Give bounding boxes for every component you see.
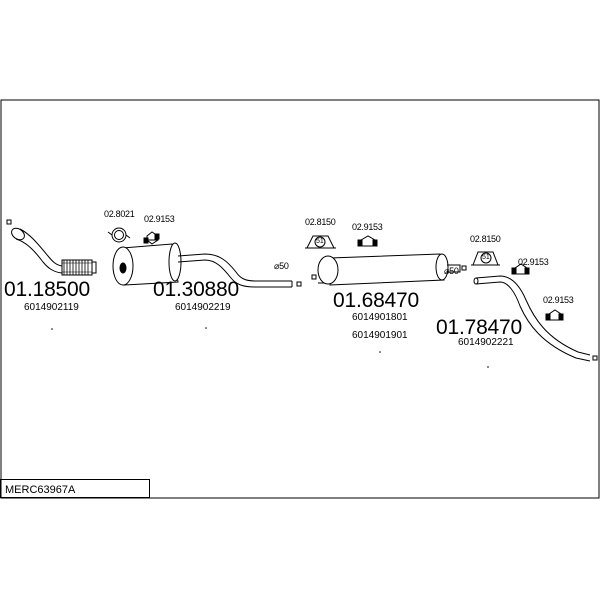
front-silencer-drawing xyxy=(112,242,302,288)
part-code-front-pipe: 01.18500 xyxy=(4,278,90,301)
oe-number-front-silencer: 6014902219 xyxy=(175,302,231,313)
accessory-code-hanger-3: 02.9153 xyxy=(518,257,549,267)
diameter-label-1: ⌀50 xyxy=(274,261,289,271)
front-pipe-drawing xyxy=(6,219,97,276)
part-code-center-silencer: 01.68470 xyxy=(333,289,419,312)
rubber-hanger-icon xyxy=(357,235,378,247)
tail-pipe-drawing xyxy=(473,275,598,362)
accessory-code-mount-2: 02.8150 xyxy=(470,234,501,244)
oe-number-center-silencer-2: 6014901901 xyxy=(352,330,408,341)
oe-number-tail-pipe: 6014902221 xyxy=(458,337,514,348)
exhaust-mount-icon xyxy=(305,235,336,249)
diameter-label-2: ⌀50 xyxy=(444,266,459,276)
drawing-title: MERC63967A xyxy=(5,484,76,496)
exhaust-mount-icon xyxy=(471,251,500,266)
center-silencer-drawing xyxy=(311,253,467,286)
accessory-code-hanger-4: 02.9153 xyxy=(543,295,574,305)
oe-number-center-silencer-1: 6014901801 xyxy=(352,312,408,323)
clamp-mark-2: 51 xyxy=(482,254,490,261)
drawing-title-box: MERC63967A xyxy=(0,479,150,498)
rubber-hanger-icon xyxy=(545,309,564,321)
rubber-hanger-icon xyxy=(511,263,530,275)
oe-number-front-pipe: 6014902119 xyxy=(24,302,79,313)
drawing-border xyxy=(0,99,600,499)
accessory-code-hanger-1: 02.9153 xyxy=(144,214,175,224)
clamp-mark-1: 51 xyxy=(316,238,324,245)
part-code-front-silencer: 01.30880 xyxy=(153,278,239,301)
accessory-code-clamp: 02.8021 xyxy=(104,209,135,219)
rubber-hanger-icon xyxy=(143,231,160,245)
clamp-icon xyxy=(107,227,131,243)
accessory-code-mount-1: 02.8150 xyxy=(305,217,336,227)
part-code-tail-pipe: 01.78470 xyxy=(436,316,522,339)
accessory-code-hanger-2: 02.9153 xyxy=(352,222,383,232)
